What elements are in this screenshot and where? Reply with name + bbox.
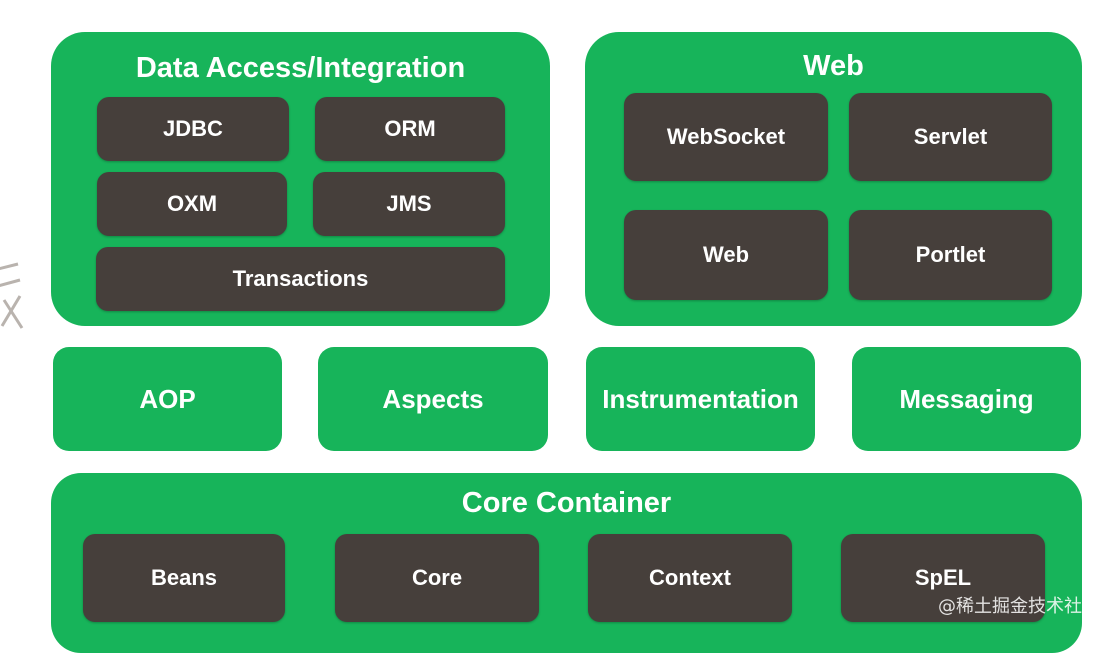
context-module: Context: [588, 534, 792, 622]
aop-module: AOP: [53, 347, 282, 451]
spel-module: SpEL: [841, 534, 1045, 622]
data-access-group: Data Access/Integration JDBC ORM OXM JMS…: [51, 32, 550, 326]
websocket-module: WebSocket: [624, 93, 828, 181]
cropped-edge-glyph: [0, 256, 26, 336]
data-access-title: Data Access/Integration: [135, 52, 466, 84]
jms-module: JMS: [313, 172, 505, 236]
messaging-module: Messaging: [852, 347, 1081, 451]
web-group: Web WebSocket Servlet Web Portlet: [585, 32, 1082, 326]
core-module: Core: [335, 534, 539, 622]
web-title: Web: [803, 50, 864, 82]
watermark-text: @稀土掘金技术社区: [938, 596, 1100, 617]
transactions-module: Transactions: [96, 247, 505, 311]
core-container-group: Core Container Beans Core Context SpEL: [51, 473, 1082, 653]
beans-module: Beans: [83, 534, 285, 622]
instrumentation-module: Instrumentation: [586, 347, 815, 451]
servlet-module: Servlet: [849, 93, 1052, 181]
jdbc-module: JDBC: [97, 97, 289, 161]
oxm-module: OXM: [97, 172, 287, 236]
core-container-title: Core Container: [461, 487, 672, 519]
web-module: Web: [624, 210, 828, 300]
orm-module: ORM: [315, 97, 505, 161]
portlet-module: Portlet: [849, 210, 1052, 300]
aspects-module: Aspects: [318, 347, 548, 451]
